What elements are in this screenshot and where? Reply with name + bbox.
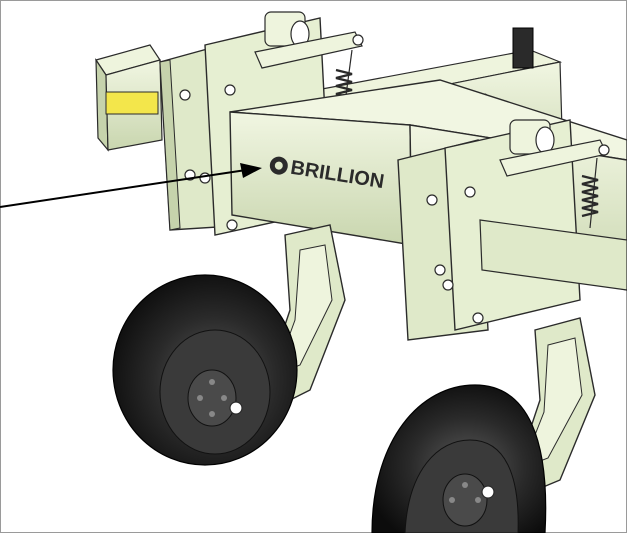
callout-arrow: [0, 163, 262, 208]
rear-tab: [512, 27, 534, 69]
right-clamp-bracket: [397, 119, 627, 341]
rear-square-tube: [95, 44, 163, 152]
reflector-decal: [105, 91, 159, 115]
right-gauge-wheel: [371, 384, 547, 533]
left-gauge-wheel: [112, 274, 298, 466]
right-tension-spring: [581, 157, 599, 229]
